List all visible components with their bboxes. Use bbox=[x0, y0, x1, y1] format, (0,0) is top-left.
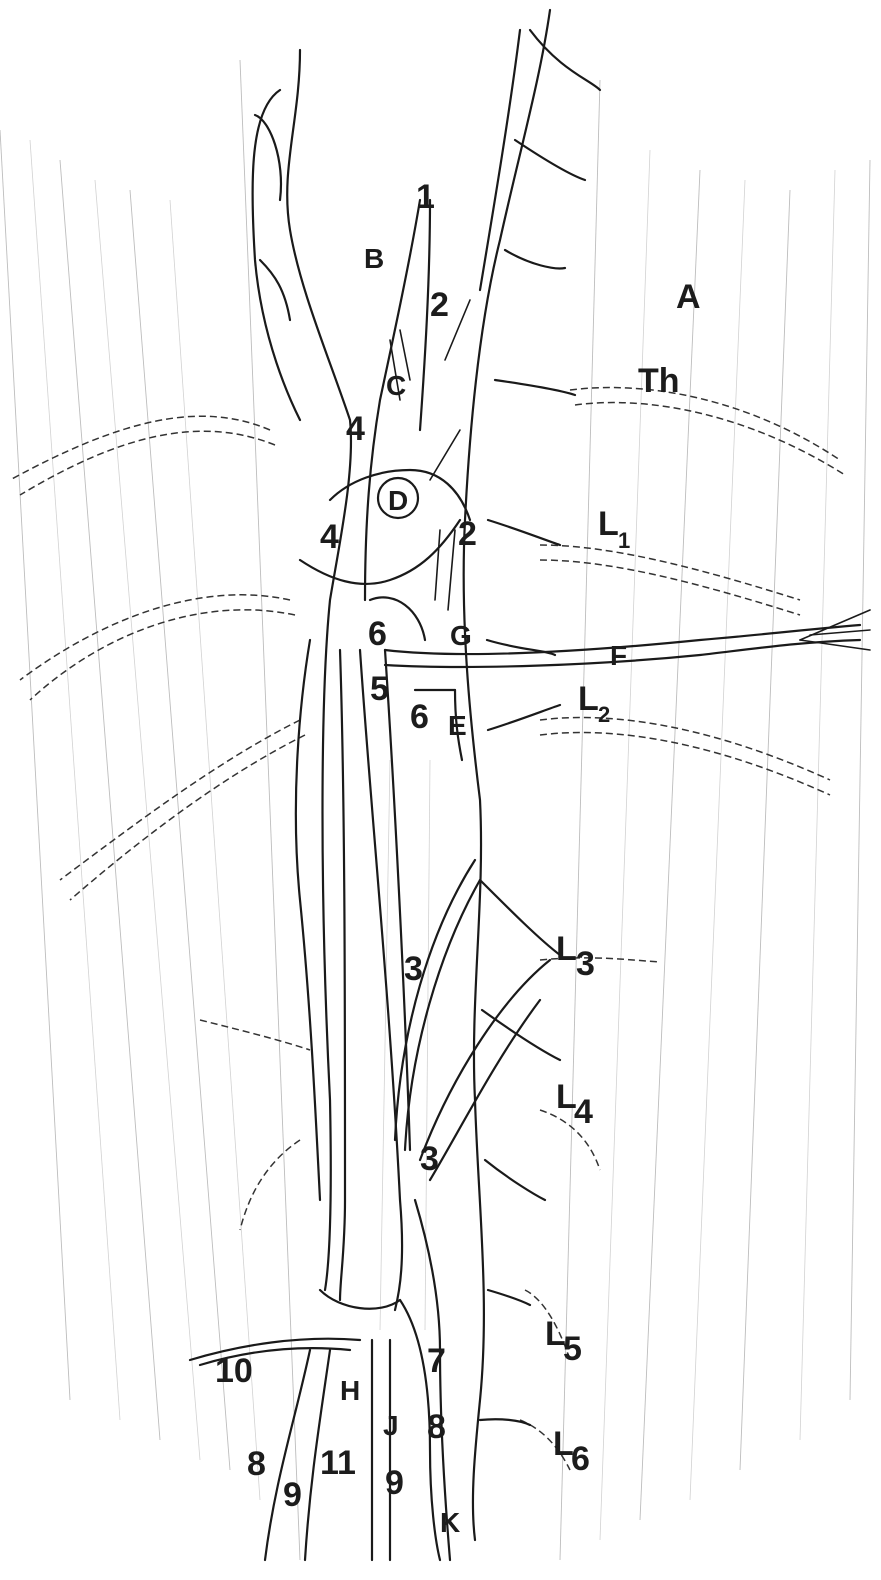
label-E: E bbox=[448, 710, 467, 741]
label-3-lower: 3 bbox=[420, 1140, 439, 1178]
label-8-right: 8 bbox=[427, 1408, 446, 1446]
label-3-upper: 3 bbox=[404, 950, 423, 988]
vein-network bbox=[190, 10, 870, 1560]
label-Th: Th bbox=[638, 362, 680, 400]
label-A: A bbox=[676, 278, 701, 316]
label-B: B bbox=[364, 243, 384, 274]
label-L3-letter: L bbox=[556, 930, 577, 968]
label-11: 11 bbox=[320, 1444, 356, 1482]
label-6-upper: 6 bbox=[368, 615, 387, 653]
label-6-lower: 6 bbox=[410, 698, 429, 736]
label-9-left: 9 bbox=[283, 1476, 302, 1514]
label-L1-num: 1 bbox=[618, 528, 630, 553]
label-J: J bbox=[383, 1410, 399, 1441]
label-8-left: 8 bbox=[247, 1445, 266, 1483]
label-5: 5 bbox=[370, 670, 389, 708]
label-L1-letter: L bbox=[598, 505, 619, 543]
label-H: H bbox=[340, 1375, 360, 1406]
label-2-upper: 2 bbox=[430, 286, 449, 324]
label-1: 1 bbox=[416, 178, 435, 216]
label-L2-num: 2 bbox=[598, 702, 610, 727]
label-10: 10 bbox=[215, 1352, 253, 1390]
label-4-lower: 4 bbox=[320, 518, 339, 556]
label-F: F bbox=[610, 640, 627, 671]
label-C: C bbox=[386, 370, 406, 401]
label-L4-num: 4 bbox=[574, 1093, 593, 1131]
label-K: K bbox=[440, 1507, 460, 1538]
label-L5-num: 5 bbox=[563, 1330, 582, 1368]
label-L6-num: 6 bbox=[571, 1440, 590, 1478]
segmental-dashed-vessels bbox=[10, 388, 845, 1470]
label-G: G bbox=[450, 620, 472, 651]
label-L3-num: 3 bbox=[576, 945, 595, 983]
label-2-lower: 2 bbox=[458, 515, 477, 553]
label-9-right: 9 bbox=[385, 1464, 404, 1502]
diagram-labels: 1 2 2 3 3 4 4 5 6 6 7 8 8 9 9 10 11 A B … bbox=[215, 178, 701, 1538]
label-D: D bbox=[388, 485, 408, 516]
muscle-fibers bbox=[0, 60, 870, 1560]
label-7: 7 bbox=[427, 1342, 446, 1380]
label-4-upper: 4 bbox=[346, 410, 365, 448]
label-L2-letter: L bbox=[578, 680, 599, 718]
